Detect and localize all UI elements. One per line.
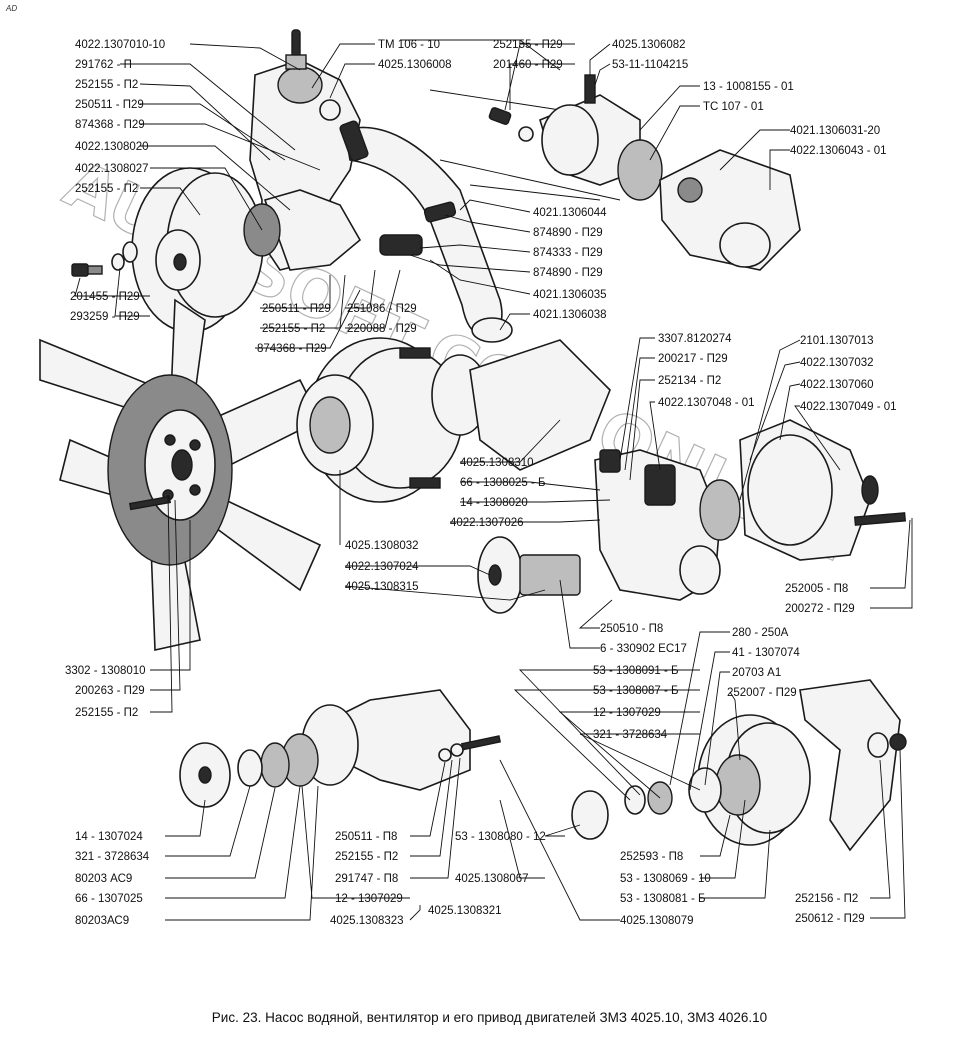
radiator-hose	[339, 120, 513, 343]
label: 252155 - П2	[262, 323, 325, 335]
label: 874890 - П29	[533, 227, 603, 239]
tensioner-pulley	[571, 679, 907, 852]
label: 6 - 330902 ЕС17	[600, 643, 687, 655]
label: 252007 - П29	[727, 687, 797, 699]
label: 291762 - П	[75, 59, 132, 71]
part-labels: 4022.1307010-10 291762 - П 252155 - П2 2…	[65, 39, 897, 927]
label: 252593 - П8	[620, 851, 683, 863]
label: 200272 - П29	[785, 603, 855, 615]
label: 293259 - П29	[70, 311, 140, 323]
label: 874890 - П29	[533, 267, 603, 279]
label: 252156 - П2	[795, 893, 858, 905]
label: 4021.1306038	[533, 309, 607, 321]
label: 252155 - П2	[75, 183, 138, 195]
label: 250612 - П29	[795, 913, 865, 925]
label: 4025.1308321	[428, 905, 502, 917]
label: 252134 - П2	[658, 375, 721, 387]
label: ТМ 106 - 10	[378, 39, 440, 51]
label: 201455 - П29	[70, 291, 140, 303]
label: 874368 - П29	[257, 343, 327, 355]
label: 250510 - П8	[600, 623, 663, 635]
label: 874333 - П29	[533, 247, 603, 259]
label: 53 - 1308069 - 10	[620, 873, 711, 885]
label: 321 - 3728634	[75, 851, 150, 863]
label: 4022.1307026	[450, 517, 524, 529]
label: 14 - 1308020	[460, 497, 528, 509]
label: ТС 107 - 01	[703, 101, 764, 113]
fan-assembly	[39, 298, 322, 651]
label: 4025.1306082	[612, 39, 686, 51]
label: 3307.8120274	[658, 333, 732, 345]
fan-drive-pulley	[296, 337, 611, 503]
label: 66 - 1307025	[75, 893, 143, 905]
label: 20703 А1	[732, 667, 781, 679]
label: 4025.1308067	[455, 873, 529, 885]
label: 200263 - П29	[75, 685, 145, 697]
label: 4022.1308020	[75, 141, 149, 153]
label: 252155 - П2	[335, 851, 398, 863]
label: 4022.1307024	[345, 561, 419, 573]
label: 4025.1308032	[345, 540, 419, 552]
label: 53 - 1308087 - Б	[593, 685, 679, 697]
label: 53 - 1308091 - Б	[593, 665, 679, 677]
label: 3302 - 1308010	[65, 665, 146, 677]
label: 4022.1307048 - 01	[658, 397, 755, 409]
label: 4025.1308323	[330, 915, 404, 927]
label: 4021.1306035	[533, 289, 607, 301]
label: 4022.1307032	[800, 357, 874, 369]
label: 4025.1306008	[378, 59, 452, 71]
label: 220088 - П29	[347, 323, 417, 335]
label: 2101.1307013	[800, 335, 874, 347]
bearing-housing	[179, 689, 502, 808]
label: 12 - 1307029	[335, 893, 403, 905]
thermostat-housing	[488, 74, 801, 271]
label: 53 - 1308081 - Б	[620, 893, 706, 905]
label: 4022.1308027	[75, 163, 149, 175]
label: 4025.1308079	[620, 915, 694, 927]
label: 250511 - П8	[335, 831, 397, 843]
label: 4021.1306031-20	[790, 125, 880, 137]
pump-with-impeller	[477, 419, 907, 614]
label: 4025.1308310	[460, 457, 534, 469]
label: 251086 - П29	[347, 303, 417, 315]
label: 66 - 1308025 - Б	[460, 477, 546, 489]
label: 321 - 3728634	[593, 729, 668, 741]
label: 280 - 250А	[732, 627, 789, 639]
label: 250511 - П29	[75, 99, 144, 111]
label: 4025.1308315	[345, 581, 419, 593]
label: 12 - 1307029	[593, 707, 661, 719]
figure-caption: Рис. 23. Насос водяной, вентилятор и его…	[211, 1010, 768, 1025]
label: 4022.1307049 - 01	[800, 401, 897, 413]
label: 4022.1306043 - 01	[790, 145, 887, 157]
label: 80203АС9	[75, 915, 129, 927]
label: 13 - 1008155 - 01	[703, 81, 794, 93]
corner-mark: AD	[6, 4, 18, 13]
label: 53-11-1104215	[612, 59, 688, 71]
label: 4021.1306044	[533, 207, 607, 219]
bolt-201455	[71, 241, 138, 277]
label: 252155 - П2	[75, 707, 138, 719]
label: 200217 - П29	[658, 353, 728, 365]
label: 53 - 1308080 - 12	[455, 831, 546, 843]
leader-lines	[74, 43, 913, 921]
label: 252155 - П29	[493, 39, 563, 51]
label: 4022.1307010-10	[75, 39, 165, 51]
label: 201460 - П29	[493, 59, 563, 71]
label: 41 - 1307074	[732, 647, 800, 659]
engine-block-outline	[400, 39, 621, 201]
label: 874368 - П29	[75, 119, 145, 131]
label: 4022.1307060	[800, 379, 874, 391]
label: 250511 - П29	[262, 303, 331, 315]
label: 14 - 1307024	[75, 831, 143, 843]
label: 80203 АС9	[75, 873, 132, 885]
label: 291747 - П8	[335, 873, 398, 885]
label: 252005 - П8	[785, 583, 848, 595]
label: 252155 - П2	[75, 79, 138, 91]
